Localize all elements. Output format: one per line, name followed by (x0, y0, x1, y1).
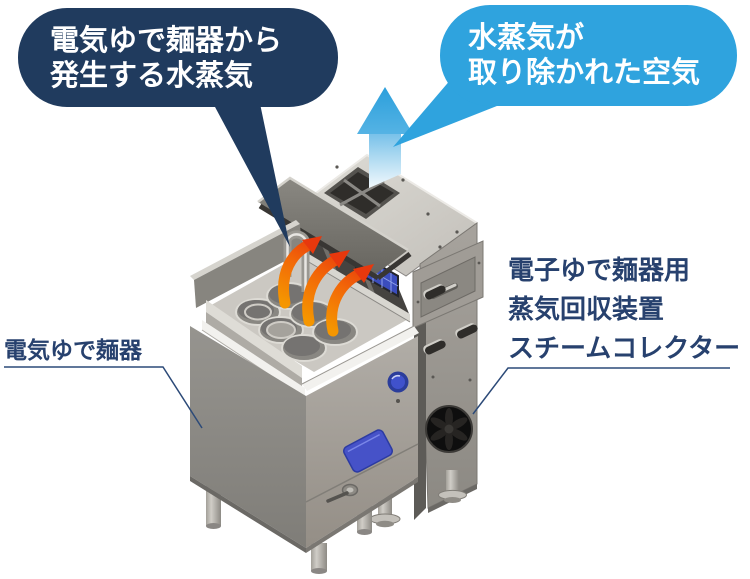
label-collector-line3: スチームコレクター (508, 333, 740, 363)
label-boiler: 電気ゆで麺器 (4, 337, 203, 429)
label-steam-collector: 電子ゆで麺器用 蒸気回収装置 スチームコレクター (472, 255, 740, 415)
label-collector-line1: 電子ゆで麺器用 (508, 255, 690, 285)
face-screw (431, 375, 435, 379)
adjustable-foot (438, 470, 467, 503)
callout-bubble (18, 8, 338, 107)
callout-bubble (440, 5, 737, 106)
noodle-boiler-unit (190, 220, 419, 574)
boiler-underside (306, 477, 418, 553)
leader-line (472, 367, 730, 415)
face-screw (468, 378, 472, 382)
slot-handles (423, 284, 478, 355)
basin-front-wall (201, 300, 306, 399)
callout-text-line1: 電気ゆで麺器から (50, 24, 282, 57)
panel-seam (305, 443, 419, 503)
steam-arrow (326, 264, 374, 337)
callout-steam-from-boiler: 電気ゆで麺器から 発生する水蒸気 (18, 8, 338, 247)
callout-text-line2: 取り除かれた空気 (468, 55, 700, 89)
control-dial-icon (387, 371, 409, 403)
stainless-band (302, 326, 419, 391)
steam-arrow (278, 236, 322, 309)
leader-line (4, 366, 203, 429)
exhaust-air-arrow-icon (357, 87, 413, 188)
collector-drawer (412, 240, 484, 329)
basket-hole (281, 334, 327, 362)
top-edge-highlight (295, 153, 478, 224)
callout-text-line2: 発生する水蒸気 (49, 59, 253, 92)
top-vent-grid-icon (324, 167, 400, 219)
splash-rim (190, 220, 302, 308)
drain-valve (326, 483, 359, 503)
callout-dehumidified-air: 水蒸気が 取り除かれた空気 (393, 5, 737, 147)
steam-arrow (302, 250, 350, 327)
label-boiler-text: 電気ゆで麺器 (4, 337, 143, 363)
boiler-left-face (190, 326, 306, 548)
steam-arrows-icon (278, 236, 374, 337)
callout-tail (207, 92, 290, 247)
callout-text-line1: 水蒸気が (468, 20, 584, 54)
exhaust-fan-icon (425, 405, 473, 453)
boiler-underside (190, 476, 306, 553)
control-panel (343, 429, 393, 473)
label-collector-line2: 蒸気回収装置 (508, 294, 664, 324)
